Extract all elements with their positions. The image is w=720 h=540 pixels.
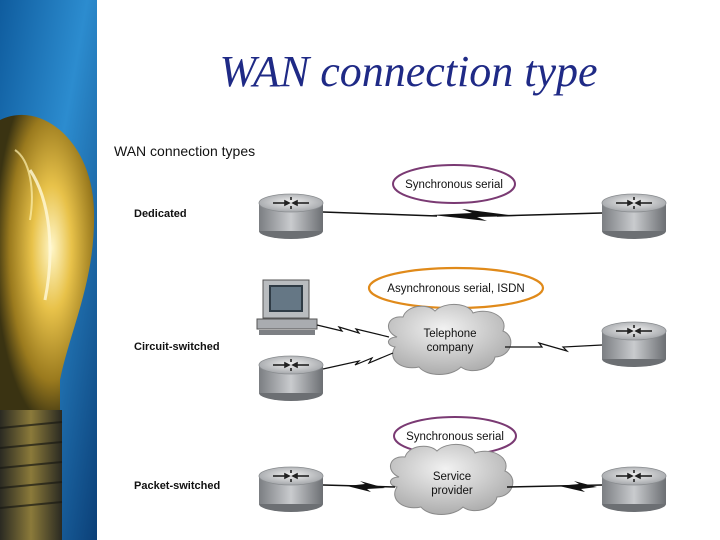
row-label-dedicated: Dedicated [134, 208, 187, 220]
serial-link-icon [322, 211, 438, 217]
row-label-circuit-switched: Circuit-switched [134, 341, 220, 353]
cloud-icon [388, 304, 512, 375]
router-icon [601, 466, 667, 513]
bulb-glass [0, 114, 95, 411]
link-label-dedicated: Synchronous serial [405, 179, 503, 191]
serial-link-icon [432, 209, 517, 221]
lightbulb-image [0, 0, 97, 540]
router-icon [601, 321, 667, 368]
router-icon [258, 466, 324, 513]
cloud-label-provider: provider [431, 485, 473, 497]
serial-link-icon [322, 481, 603, 492]
wan-diagram: WAN connection types Dedicated Synchrono… [114, 143, 667, 515]
bulb-base [0, 410, 62, 540]
link-label-ellipse [392, 164, 516, 204]
link-label-circuit-switched: Asynchronous serial, ISDN [387, 283, 524, 295]
cloud-label-telephone: Telephone [423, 328, 476, 340]
serial-link-icon [316, 324, 603, 370]
router-icon [258, 193, 324, 240]
router-icon [258, 355, 324, 402]
diagram-heading: WAN connection types [114, 143, 255, 159]
lightbulb-sidebar [0, 0, 97, 540]
slide-title: WAN connection type [219, 47, 598, 96]
router-icon [601, 193, 667, 240]
link-label-packet-switched: Synchronous serial [406, 431, 504, 443]
computer-icon [256, 279, 318, 335]
cloud-label-company: company [427, 342, 474, 354]
row-label-packet-switched: Packet-switched [134, 480, 220, 492]
cloud-label-service: Service [433, 471, 471, 483]
